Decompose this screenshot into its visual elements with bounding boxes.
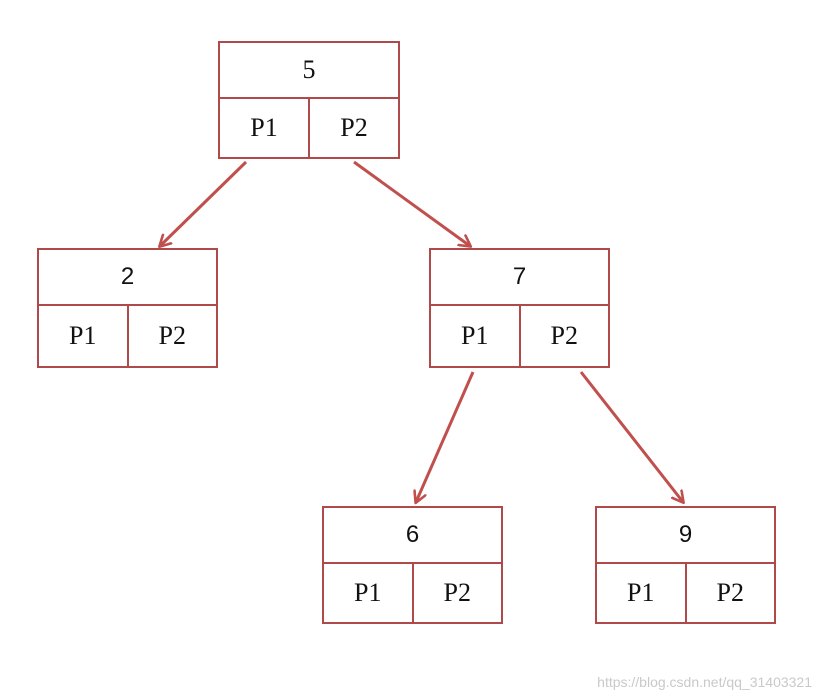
pointer-p2: P2 xyxy=(684,564,775,622)
node-pointers: P1 P2 xyxy=(39,306,216,366)
node-7: 7 P1 P2 xyxy=(429,248,610,368)
pointer-p1: P1 xyxy=(354,578,382,607)
node-key: 7 xyxy=(431,250,608,306)
watermark: https://blog.csdn.net/qq_31403321 xyxy=(597,674,812,690)
node-pointers: P1 P2 xyxy=(597,564,774,622)
pointer-p1: P1 xyxy=(461,321,489,350)
node-5: 5 P1 P2 xyxy=(218,41,400,159)
pointer-p2: P2 xyxy=(411,564,502,622)
pointer-p1: P1 xyxy=(69,321,97,350)
edge-5-p2-to-7 xyxy=(353,160,470,246)
node-key: 5 xyxy=(220,43,398,99)
edge-7-p1-to-6 xyxy=(416,371,475,502)
edge-7-p2-to-9 xyxy=(579,371,683,502)
pointer-p1: P1 xyxy=(250,113,278,142)
node-9: 9 P1 P2 xyxy=(595,506,776,624)
node-pointers: P1 P2 xyxy=(324,564,501,622)
node-key: 6 xyxy=(324,508,501,564)
node-pointers: P1 P2 xyxy=(220,99,398,157)
pointer-p2: P2 xyxy=(308,99,398,157)
pointer-p2: P2 xyxy=(126,306,217,366)
node-6: 6 P1 P2 xyxy=(322,506,503,624)
pointer-p1: P1 xyxy=(627,578,655,607)
node-2: 2 P1 P2 xyxy=(37,248,218,368)
pointer-p2: P2 xyxy=(518,306,609,366)
node-key: 2 xyxy=(39,250,216,306)
node-pointers: P1 P2 xyxy=(431,306,608,366)
node-key: 9 xyxy=(597,508,774,564)
edge-5-p1-to-2 xyxy=(160,160,248,246)
